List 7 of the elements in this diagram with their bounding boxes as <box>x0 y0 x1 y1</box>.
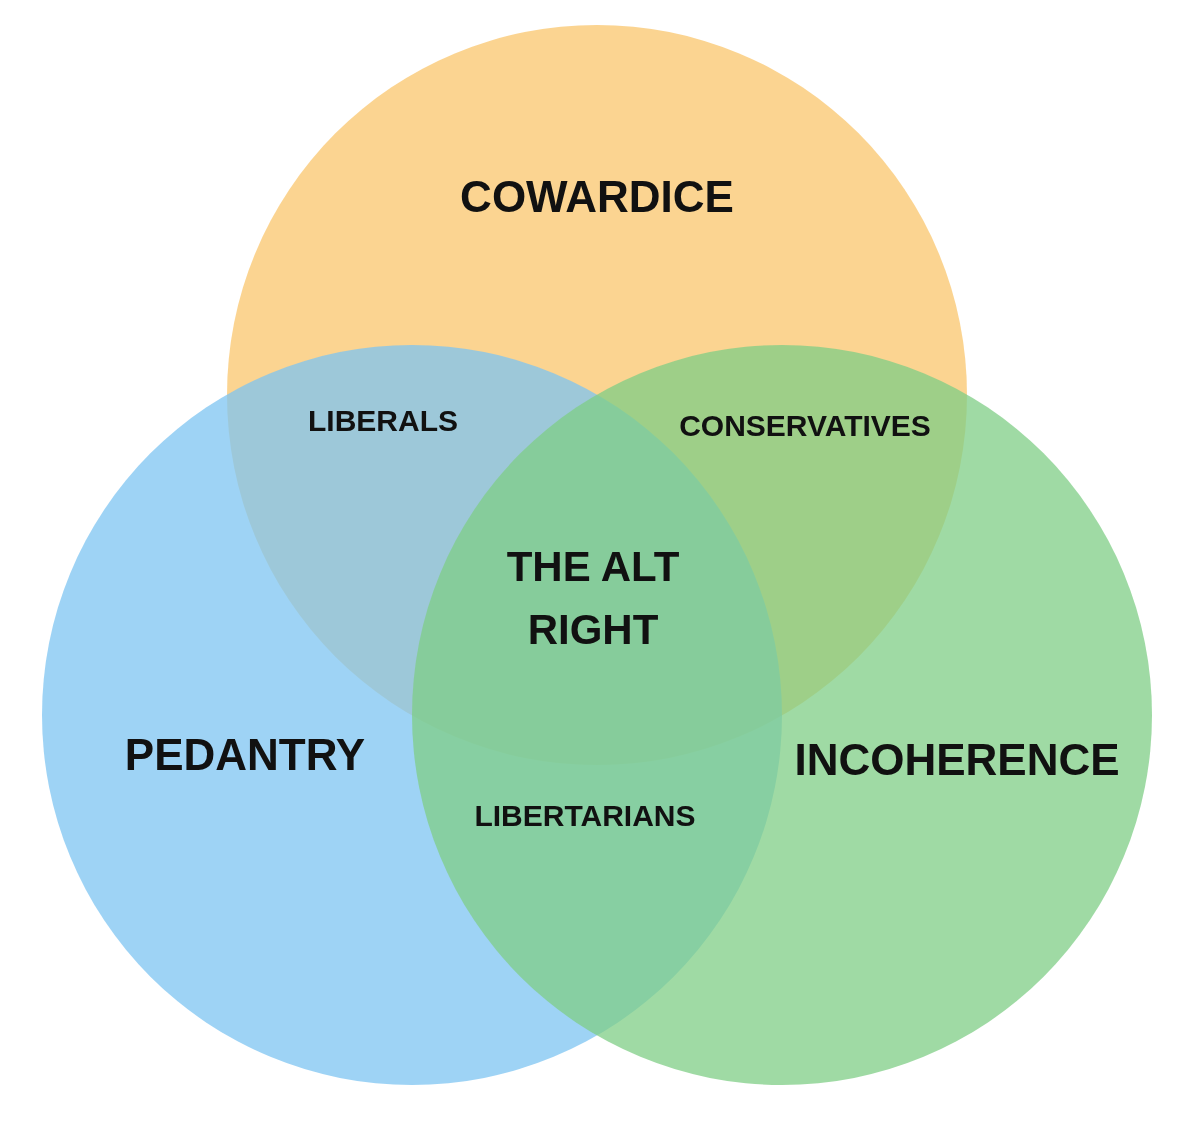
circle-label: INCOHERENCE <box>794 735 1120 785</box>
overlap-label: LIBERALS <box>307 402 459 439</box>
overlap-label: LIBERTARIANS <box>473 797 697 834</box>
circle-label: PEDANTRY <box>124 730 366 780</box>
overlap-label: CONSERVATIVES <box>678 407 932 444</box>
overlap-label: THE ALT RIGHT <box>505 542 681 655</box>
circle-label: COWARDICE <box>460 172 734 222</box>
